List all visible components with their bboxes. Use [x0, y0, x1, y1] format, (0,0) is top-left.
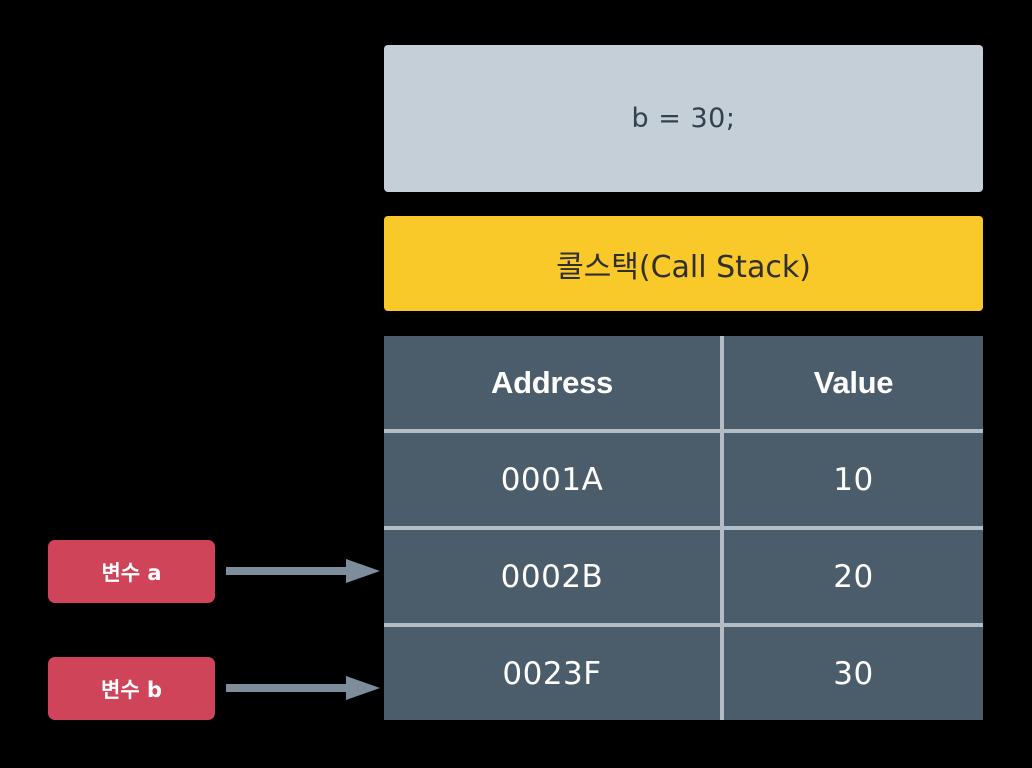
call-stack-banner: 콜스택(Call Stack) [384, 216, 983, 311]
arrow-right-icon [226, 676, 380, 700]
variable-badge-a: 변수 a [48, 540, 215, 603]
variable-badge-b: 변수 b [48, 657, 215, 720]
cell-value: 10 [833, 461, 874, 498]
column-header-value: Value [813, 364, 894, 400]
table-row: 0002B 20 [384, 526, 983, 623]
table-row: 0023F 30 [384, 623, 983, 720]
cell-address: 0002B [384, 530, 724, 623]
cell-value: 30 [833, 655, 874, 692]
code-statement-box: b = 30; [384, 45, 983, 192]
column-header-address: Address [384, 336, 724, 429]
arrow-right-icon [226, 559, 380, 583]
table-header-row: Address Value [384, 336, 983, 429]
cell-value: 20 [833, 558, 874, 595]
call-stack-label: 콜스택(Call Stack) [556, 249, 811, 285]
cell-address: 0023F [384, 627, 724, 720]
memory-table: Address Value 0001A 10 0002B 20 0023F 30 [384, 336, 983, 720]
code-statement-text: b = 30; [631, 103, 736, 134]
table-row: 0001A 10 [384, 429, 983, 526]
variable-badge-b-label: 변수 b [101, 677, 162, 702]
cell-address: 0001A [384, 433, 724, 526]
variable-badge-a-label: 변수 a [101, 560, 162, 585]
